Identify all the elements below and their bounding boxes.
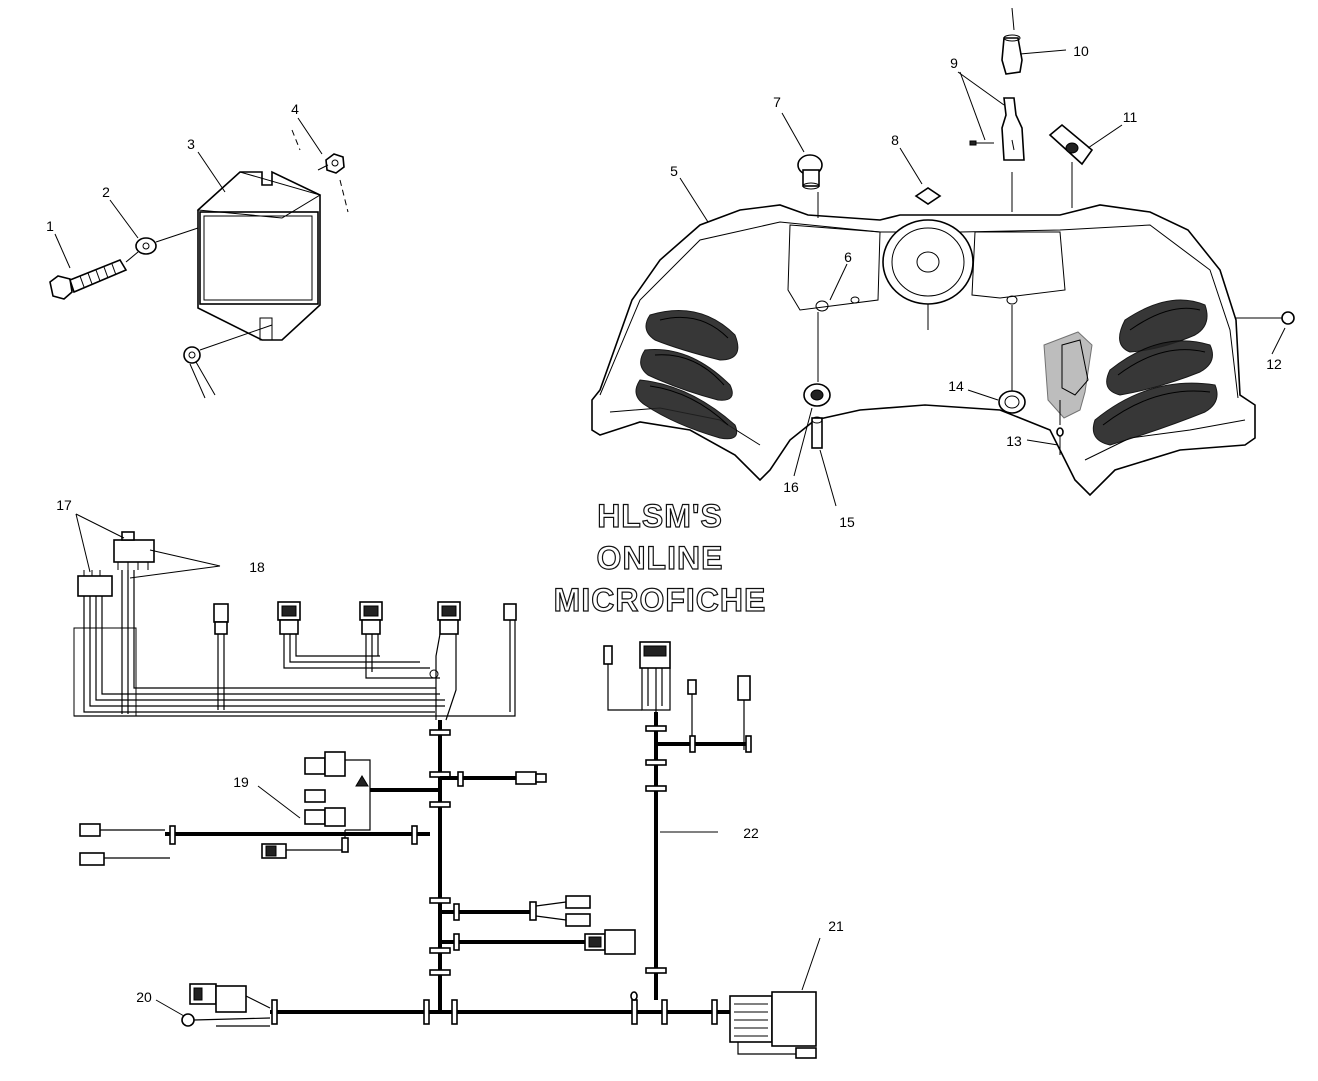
left-vents xyxy=(635,310,739,440)
nut xyxy=(325,153,345,174)
callout-17: 17 xyxy=(56,497,72,513)
connector-group-19 xyxy=(261,751,440,859)
callout-6: 6 xyxy=(844,249,852,265)
callout-22: 22 xyxy=(743,825,759,841)
cdi-box-assembly xyxy=(49,129,349,399)
callout-18: 18 xyxy=(249,559,265,575)
callout-4: 4 xyxy=(291,101,299,117)
switch-connector xyxy=(969,97,1025,161)
top-connector-5 xyxy=(503,603,517,712)
bolt xyxy=(49,259,128,300)
callout-labels: 1 2 3 4 5 6 7 8 9 10 11 12 13 14 15 16 1… xyxy=(46,43,1282,1005)
bulb-socket xyxy=(1001,7,1023,75)
connector-20 xyxy=(181,983,271,1027)
watermark-line-3: MICROFICHE xyxy=(554,582,767,618)
bulb xyxy=(811,416,823,449)
callout-10: 10 xyxy=(1073,43,1089,59)
callout-9: 9 xyxy=(950,55,958,71)
callout-15: 15 xyxy=(839,514,855,530)
connector-17 xyxy=(77,570,113,597)
leader-lines xyxy=(54,49,1286,1017)
connector-18 xyxy=(113,531,155,570)
connector-group-22 xyxy=(603,641,752,753)
top-connector-4 xyxy=(429,601,461,721)
gauge-housing xyxy=(882,219,974,305)
watermark-line-2: ONLINE xyxy=(597,540,724,576)
clip xyxy=(914,187,942,205)
dash-small-parts xyxy=(797,7,1295,455)
grommet-right xyxy=(998,390,1026,414)
callout-20: 20 xyxy=(136,989,152,1005)
watermark-line-1: HLSM'S xyxy=(597,498,723,534)
bracket xyxy=(1048,123,1094,166)
callout-1: 1 xyxy=(46,218,54,234)
connector-21 xyxy=(729,991,817,1059)
screw xyxy=(1270,311,1295,325)
callout-5: 5 xyxy=(670,163,678,179)
callout-11: 11 xyxy=(1123,109,1138,125)
dash-panel-assembly xyxy=(591,162,1280,497)
callout-8: 8 xyxy=(891,132,899,148)
callout-3: 3 xyxy=(187,136,195,152)
watermark: HLSM'S ONLINE MICROFICHE xyxy=(553,497,767,618)
top-connector-2 xyxy=(277,601,430,669)
callout-2: 2 xyxy=(102,184,110,200)
top-connector-3 xyxy=(359,601,440,679)
callout-19: 19 xyxy=(233,774,249,790)
grommet-left xyxy=(803,383,831,407)
callout-21: 21 xyxy=(828,918,844,934)
wiring-harness xyxy=(73,531,817,1059)
callout-7: 7 xyxy=(773,94,781,110)
washer xyxy=(135,237,157,255)
callout-16: 16 xyxy=(783,479,799,495)
top-connector-1 xyxy=(213,603,229,710)
callout-13: 13 xyxy=(1006,433,1022,449)
dash-panel xyxy=(591,204,1256,497)
ground-terminal xyxy=(183,346,216,399)
indicator-lamp xyxy=(797,154,823,190)
callout-12: 12 xyxy=(1266,356,1282,372)
rivet xyxy=(1056,427,1064,455)
right-vents xyxy=(1092,299,1218,446)
callout-14: 14 xyxy=(948,378,964,394)
cdi-box xyxy=(196,170,322,341)
